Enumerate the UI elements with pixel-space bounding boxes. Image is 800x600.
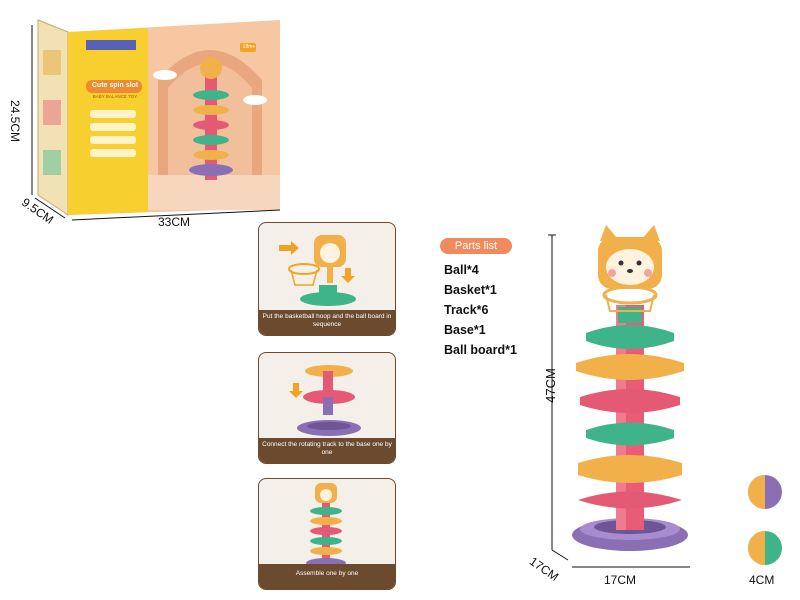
parts-list-item: Ball board*1 [444,343,517,357]
step-1-caption: Put the basketball hoop and the ball boa… [259,310,395,335]
box-title: Cute spin slot [91,82,139,89]
parts-list-badge: Parts list [440,238,512,254]
step-panel-2: Connect the rotating track to the base o… [258,352,396,464]
tower-height-dimension: 47CM [542,368,558,403]
balls-illustration [748,475,782,565]
step-panel-1: Put the basketball hoop and the ball boa… [258,222,396,336]
parts-list: Ball*4 Basket*1 Track*6 Base*1 Ball boar… [444,260,517,360]
box-width-dimension: 33CM [158,215,191,229]
step-2-caption: Connect the rotating track to the base o… [259,438,395,463]
box-height-dimension: 24.5CM [8,100,22,143]
step-1-illustration [279,235,356,306]
step-panel-3: Assemble one by one [258,478,396,590]
parts-list-item: Basket*1 [444,283,497,297]
parts-list-item: Track*6 [444,303,489,317]
tower-width-dimension: 17CM [604,573,637,587]
box-subtitle: BABY BALANCE TOY [92,94,138,99]
ball-dimension: 4CM [749,573,775,587]
step-2-illustration [289,365,361,436]
parts-list-item: Base*1 [444,323,486,337]
parts-list-item: Ball*4 [444,263,479,277]
spiral-tower-illustration [548,225,690,568]
box-illustration [31,19,281,221]
age-badge: 18m+ [242,44,256,50]
step-3-caption: Assemble one by one [259,564,395,589]
